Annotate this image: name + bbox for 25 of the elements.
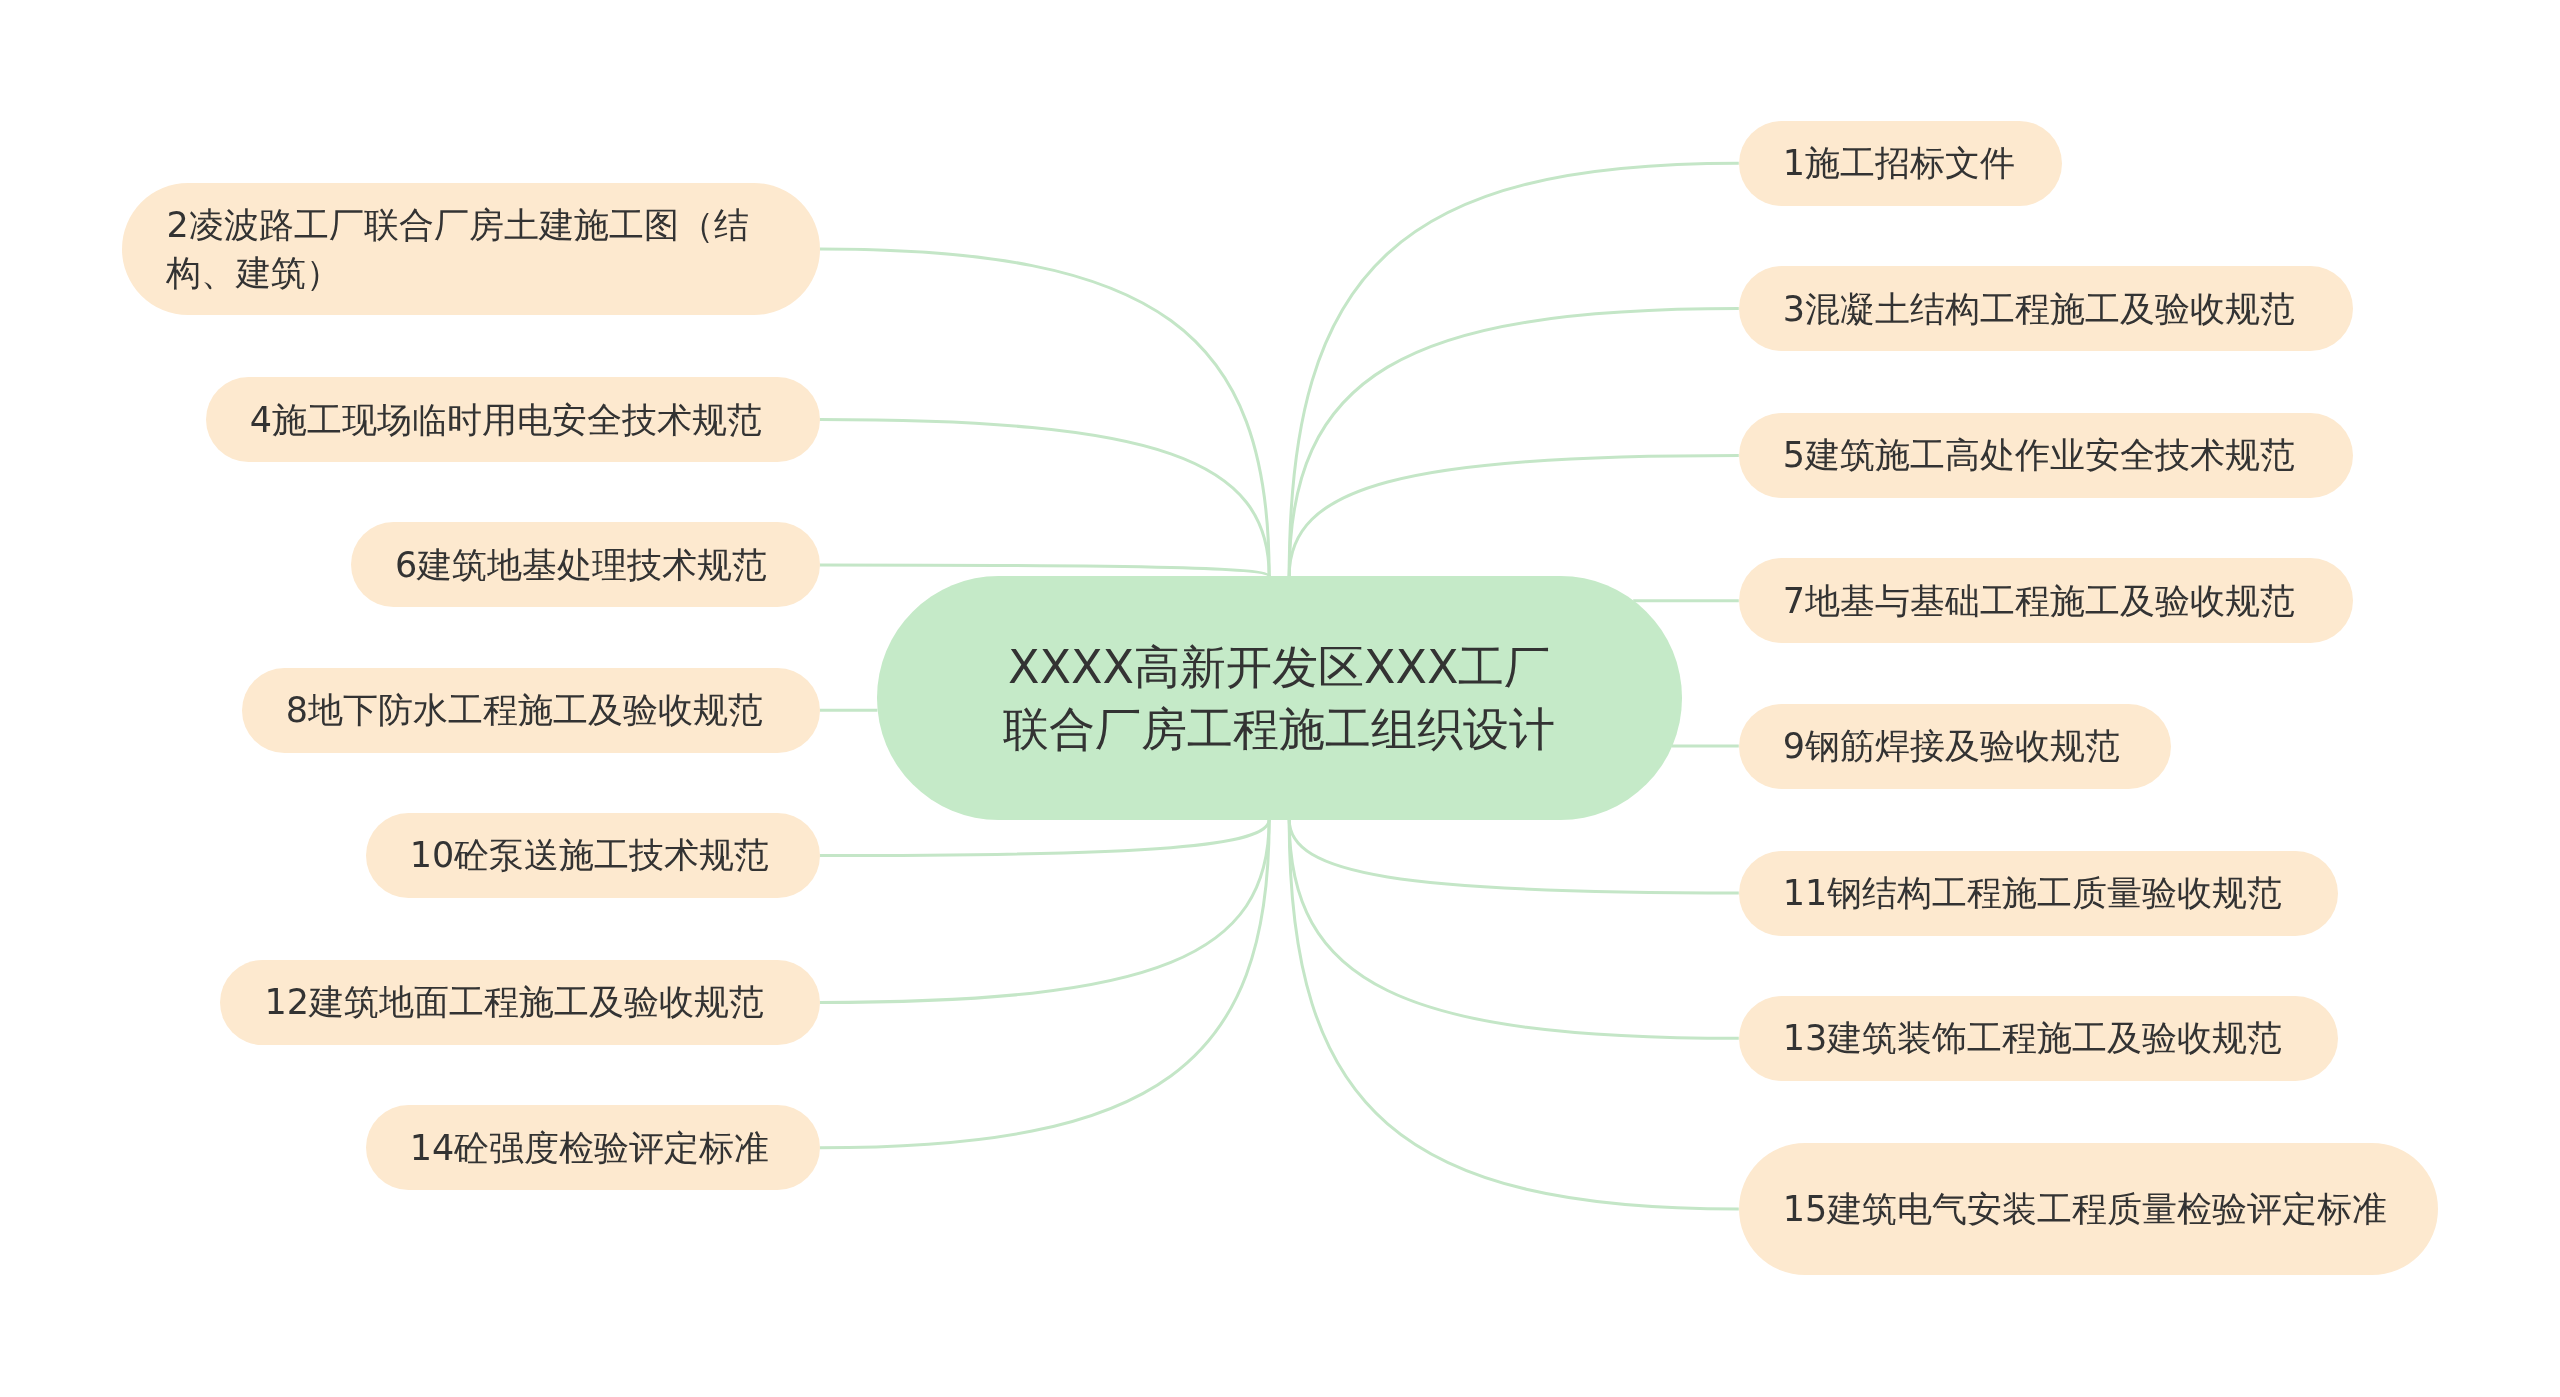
- topic-box: 7地基与基础工程施工及验收规范: [1738, 558, 2353, 644]
- topic-box: 2凌波路工厂联合厂房土建施工图（结构、建筑）: [122, 182, 820, 316]
- topic-box: 13建筑装饰工程施工及验收规范: [1738, 995, 2338, 1081]
- topic-box: 4施工现场临时用电安全技术规范: [205, 377, 820, 463]
- connector: [1287, 819, 1739, 1211]
- connector: [819, 563, 1270, 578]
- topic-box: 15建筑电气安装工程质量检验评定标准: [1738, 1142, 2438, 1276]
- connector: [819, 819, 1271, 1150]
- topic-box: 10砼泵送施工技术规范: [365, 813, 820, 898]
- central-topic: XXXX高新开发区XXX工厂联合厂房工程施工组织设计: [876, 576, 1682, 820]
- topic-box: 3混凝土结构工程施工及验收规范: [1738, 266, 2353, 351]
- topic-box: 12建筑地面工程施工及验收规范: [220, 960, 820, 1045]
- topic-box: 6建筑地基处理技术规范: [351, 522, 820, 608]
- connector: [819, 418, 1271, 577]
- topic-box: 9钢筋焊接及验收规范: [1738, 703, 2172, 789]
- topic-box: 5建筑施工高处作业安全技术规范: [1738, 413, 2353, 498]
- topic-box: 14砼强度检验评定标准: [365, 1105, 820, 1191]
- connector: [1287, 454, 1739, 577]
- connector: [819, 819, 1271, 857]
- topic-box: 1施工招标文件: [1738, 120, 2062, 206]
- connector: [1671, 744, 1739, 748]
- connector: [819, 708, 878, 712]
- connector: [1633, 599, 1739, 603]
- topic-box: 8地下防水工程施工及验收规范: [241, 667, 820, 753]
- topic-box: 11钢结构工程施工质量验收规范: [1738, 850, 2338, 936]
